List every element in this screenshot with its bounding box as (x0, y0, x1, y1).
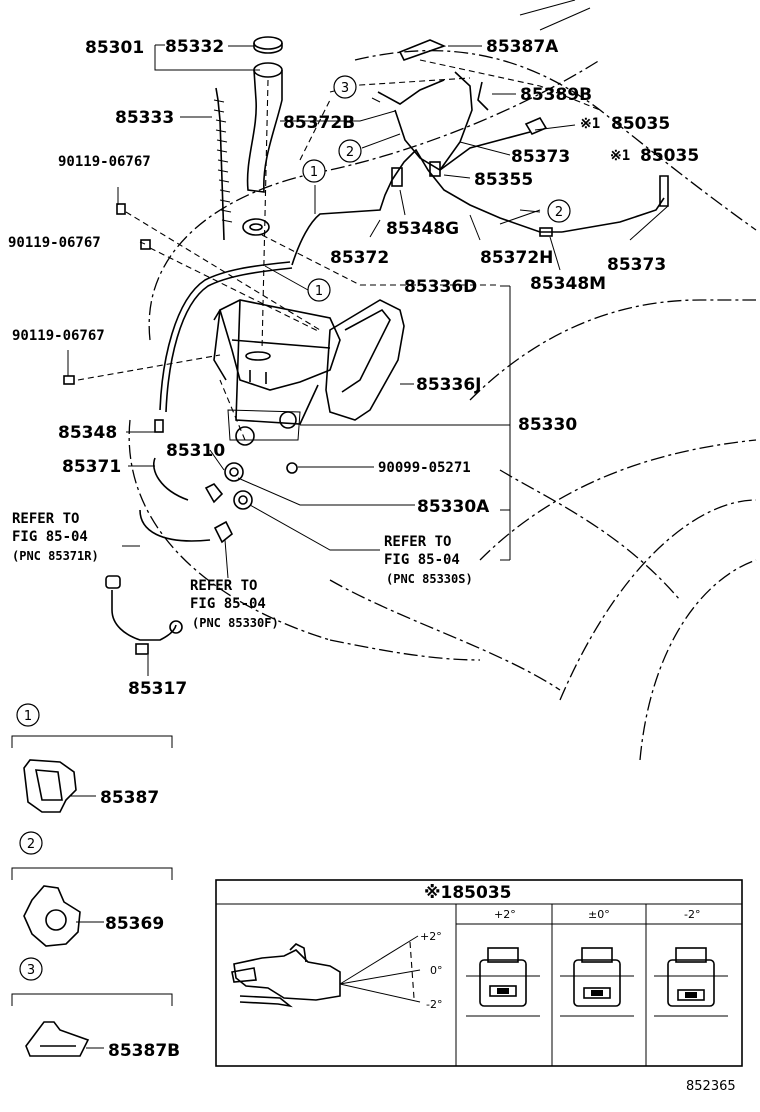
circle-ref-1-upper: 1 (302, 159, 326, 183)
circle-ref-3: 3 (333, 75, 357, 99)
svg-text:1: 1 (310, 165, 318, 180)
refer-3-line3: (PNC 85330S) (386, 572, 473, 586)
legend-item-1: 1 85387 (11, 703, 173, 813)
label-85373-a: 85373 (511, 147, 570, 167)
refer-1-line3: (PNC 85371R) (12, 549, 99, 563)
label-85371: 85371 (62, 457, 121, 477)
part-labels: 85301 85332 85333 85387A 85389B ※1 85035… (8, 37, 699, 699)
connectors (63, 39, 669, 433)
leader-lines (67, 44, 669, 676)
label-85336J: 85336J (416, 375, 481, 395)
angle-plus: +2° (420, 930, 442, 943)
washer-jar (213, 299, 341, 441)
level-gauge (213, 87, 233, 241)
vehicle-body-outline (128, 0, 757, 761)
svg-text:1: 1 (24, 709, 32, 724)
legend-85387: 85387 (100, 788, 159, 808)
label-85373-b: 85373 (607, 255, 666, 275)
label-85035-a: 85035 (611, 114, 670, 134)
svg-text:2: 2 (27, 837, 35, 852)
label-bolt-3: 90119-06767 (12, 328, 105, 344)
label-bolt-2: 90119-06767 (8, 235, 101, 251)
label-85336D: 85336D (404, 277, 477, 297)
refer-3-line1: REFER TO (384, 534, 451, 550)
wire-harness (105, 575, 183, 655)
refer-1-line1: REFER TO (12, 511, 79, 527)
label-85035-b: 85035 (640, 146, 699, 166)
refer-2-line2: FIG 85-04 (190, 596, 266, 612)
gauge-minus2 (654, 947, 728, 1017)
label-bolt-1: 90119-06767 (58, 154, 151, 170)
col-zero: ±0° (588, 908, 610, 921)
col-plus2: +2° (494, 908, 516, 921)
gauge-plus2 (466, 947, 540, 1017)
legend-item-2: 2 85369 (11, 831, 173, 947)
refer-3-line2: FIG 85-04 (384, 552, 460, 568)
refer-2-line3: (PNC 85330F) (192, 616, 279, 630)
gauge-zero (560, 947, 634, 1017)
refer-2-line1: REFER TO (190, 578, 257, 594)
svg-text:3: 3 (341, 81, 349, 96)
label-85372B: 85372B (283, 113, 355, 133)
label-85310: 85310 (166, 441, 225, 461)
svg-text:2: 2 (555, 205, 563, 220)
legend-item-3: 3 85387B (11, 957, 180, 1061)
washer-pumps (204, 411, 298, 544)
nozzle-drawing: +2° 0° -2° (231, 930, 443, 1011)
label-85317: 85317 (128, 679, 187, 699)
circle-ref-2-right: 2 (547, 199, 571, 223)
label-85333: 85333 (115, 108, 174, 128)
mark-85035b: ※1 (610, 148, 630, 164)
circle-ref-2-upper: 2 (338, 139, 362, 163)
col-minus2: -2° (684, 908, 700, 921)
label-85330A: 85330A (417, 497, 490, 517)
angle-minus: -2° (426, 998, 442, 1011)
circle-ref-1-lower: 1 (307, 278, 331, 302)
label-85348G: 85348G (386, 219, 459, 239)
svg-text:2: 2 (346, 145, 354, 160)
label-85332: 85332 (165, 37, 224, 57)
angle-zero: 0° (430, 964, 443, 977)
washer-duct (325, 299, 405, 421)
legend-85369: 85369 (105, 914, 164, 934)
circled-references: 3 2 1 1 2 (302, 75, 571, 302)
figure-number: 852365 (686, 1079, 736, 1094)
mark-85035a: ※1 (580, 116, 600, 132)
label-85348M: 85348M (530, 274, 606, 294)
table-title: ※185035 (424, 883, 512, 903)
label-85330: 85330 (518, 415, 577, 435)
svg-text:3: 3 (27, 963, 35, 978)
label-85372H: 85372H (480, 248, 553, 268)
nozzle-adjustment-table: ※185035 +2° ±0° -2° +2° 0° -2° (215, 879, 743, 1067)
refer-notes: REFER TO FIG 85-04 (PNC 85371R) REFER TO… (12, 511, 473, 630)
label-85301: 85301 (85, 38, 144, 58)
label-nut: 90099-05271 (378, 460, 471, 476)
svg-text:1: 1 (315, 284, 323, 299)
label-85372: 85372 (330, 248, 389, 268)
label-85355: 85355 (474, 170, 533, 190)
legend: 1 85387 2 85369 3 85387B (11, 703, 180, 1061)
refer-1-line2: FIG 85-04 (12, 529, 88, 545)
label-85389B: 85389B (520, 85, 592, 105)
legend-85387B: 85387B (108, 1041, 180, 1061)
label-85348: 85348 (58, 423, 117, 443)
label-85387A: 85387A (486, 37, 559, 57)
